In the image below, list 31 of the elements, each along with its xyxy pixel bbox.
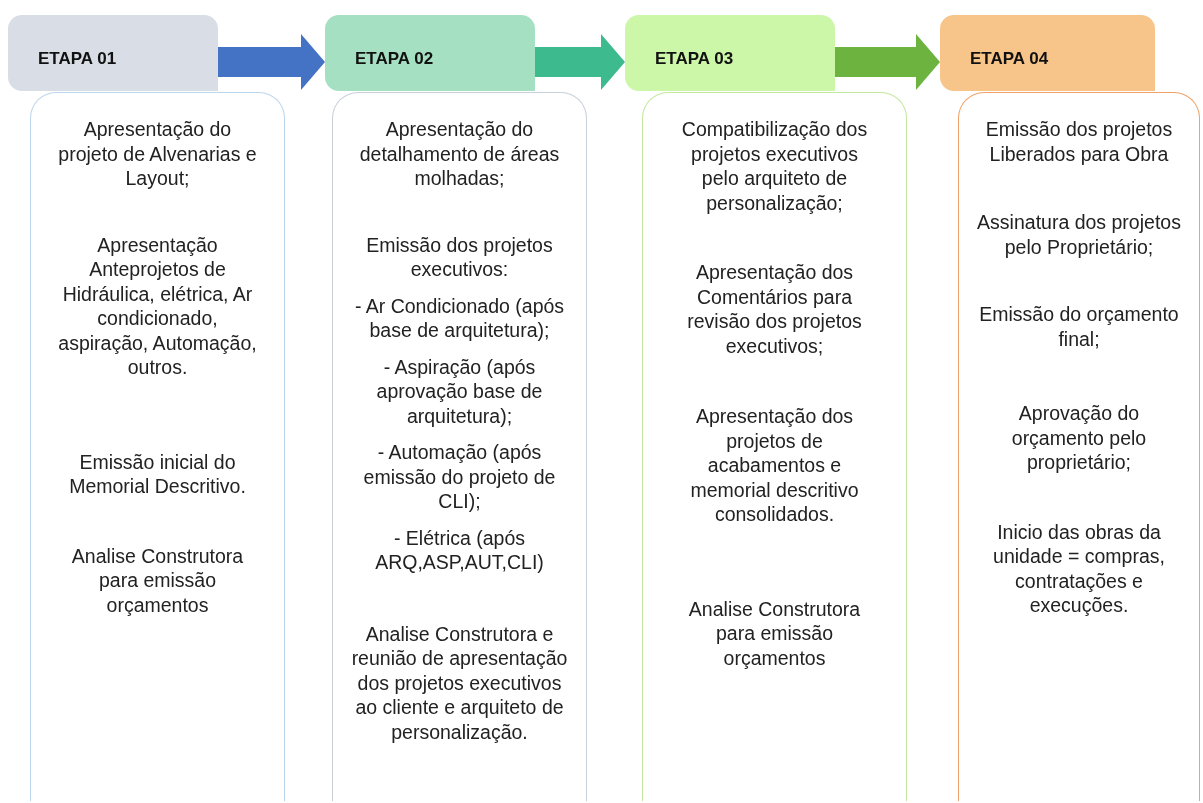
step-description: - Aspiração (após aprovação base de arquitetura); [375,354,544,428]
step-description: Assinatura dos projetos pelo Proprietário; [976,210,1182,259]
step-description: Analise Construtora para emissão orçamentos [687,596,862,670]
step-description: Emissão inicial do Memorial Descritivo. [68,449,247,499]
step-description: Compatibilização dos projetos executivos pelo arquiteto de personalização; [680,117,869,215]
step-description: Apresentação do detalhamento de áreas molhadas; [358,117,561,191]
stage-header-tab: ETAPA 02 [325,15,535,91]
step-description: Apresentação dos projetos de acabamentos e memorial descritivo consolidados. [689,404,860,527]
step-description: Analise Construtora e reunião de apresentação dos projetos executivos ao cliente e arquiteto de personalização. [351,621,568,744]
stage-card [642,92,907,801]
block-arrow [835,34,940,90]
step-description: Apresentação dos Comentários para revisão dos projetos executivos; [686,260,863,358]
stage-card [30,92,285,801]
step-description: Aprovação do orçamento pelo proprietário; [1010,401,1148,475]
step-description: Analise Construtora para emissão orçamentos [70,543,245,617]
step-description: Apresentação Anteprojetos de Hidráulica, elétrica, Ar condicionado, aspiração, Automação, outros. [57,232,258,380]
block-arrow [218,34,325,90]
stage-header-tab: ETAPA 03 [625,15,835,91]
step-description: - Elétrica (após ARQ,ASP,AUT,CLI) [374,525,545,575]
stage-card [958,92,1200,801]
stage-header-tab: ETAPA 04 [940,15,1155,91]
step-description: Inicio das obras da unidade = compras, contratações e execuções. [992,519,1166,618]
stage-card [332,92,587,801]
step-description: - Automação (após emissão do projeto de CLI); [362,440,557,514]
block-arrow [535,34,625,90]
step-description: Apresentação do projeto de Alvenarias e Layout; [57,117,258,191]
step-description: Emissão dos projetos Liberados para Obra [984,117,1174,166]
step-description: Emissão do orçamento final; [978,302,1180,351]
step-description: - Ar Condicionado (após base de arquitetura); [353,293,566,343]
stage-header-tab: ETAPA 01 [8,15,218,91]
step-description: Emissão dos projetos executivos: [365,232,554,282]
